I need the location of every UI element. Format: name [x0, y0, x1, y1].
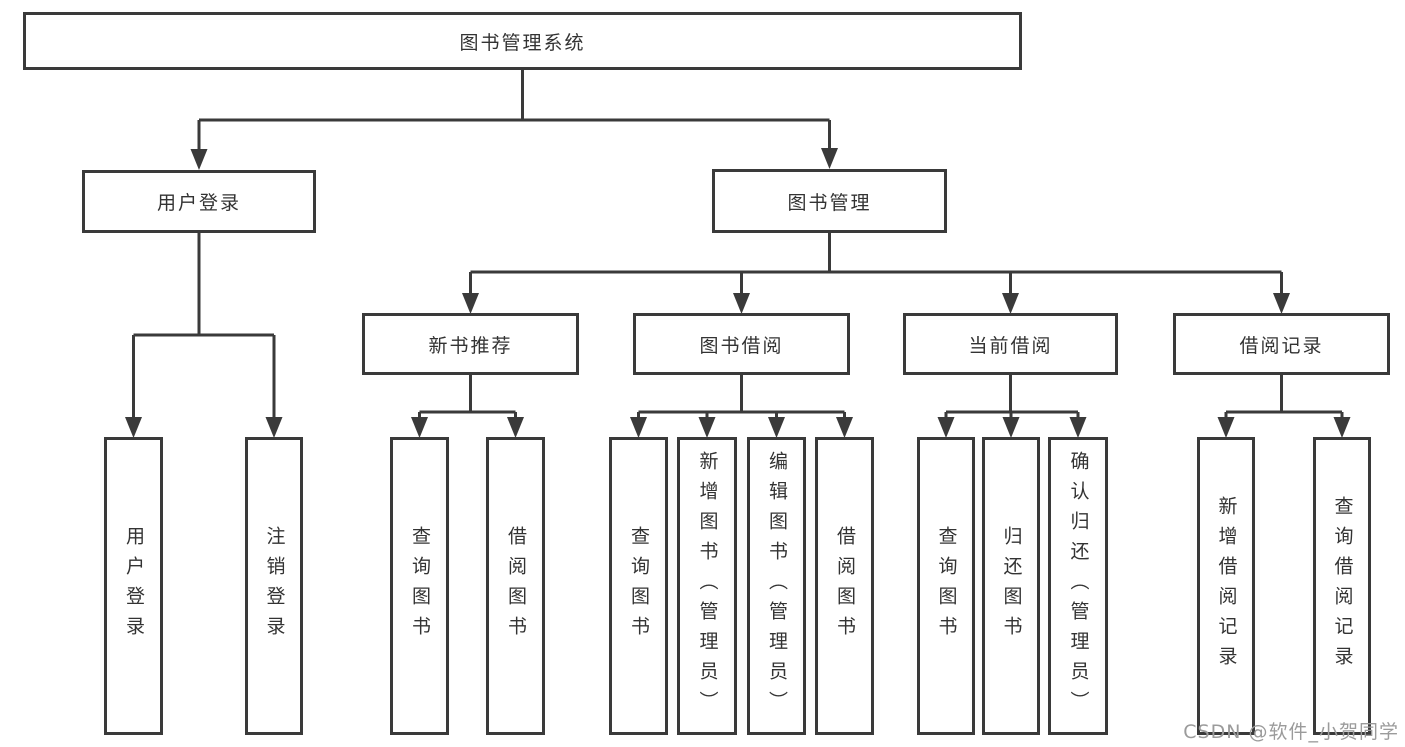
node-borrow-records: 借阅记录 [1173, 313, 1390, 375]
node-current-borrow-label: 当前借阅 [968, 334, 1053, 357]
arrowhead [768, 417, 785, 438]
connector-bookborrow-to-leaves [637, 375, 846, 421]
leaf-add-book-admin: 新增图书（管理员） [677, 437, 737, 735]
leaf-edit-book-admin: 编辑图书（管理员） [747, 437, 806, 735]
leaf-newrec-query-book-label: 查询图书 [409, 526, 431, 646]
connector-lines [132, 70, 1344, 421]
leaf-newrec-query-book: 查询图书 [390, 437, 449, 735]
leaf-borrow-query-book: 查询图书 [609, 437, 668, 735]
arrowhead [507, 417, 524, 438]
leaf-query-borrow-record: 查询借阅记录 [1313, 437, 1371, 735]
arrowhead [630, 417, 647, 438]
arrowhead [1273, 293, 1290, 314]
leaf-newrec-borrow-book: 借阅图书 [486, 437, 545, 735]
node-book-management-label: 图书管理 [787, 191, 872, 214]
arrowhead [1069, 417, 1087, 438]
node-new-book-recommend: 新书推荐 [362, 313, 579, 375]
leaf-confirm-return-admin: 确认归还（管理员） [1048, 437, 1108, 735]
leaf-confirm-return-admin-label: 确认归还（管理员） [1067, 451, 1090, 721]
node-book-borrow-label: 图书借阅 [699, 334, 784, 357]
leaf-add-borrow-record-label: 新增借阅记录 [1215, 496, 1238, 676]
connector-userlogin-to-leaves [132, 233, 276, 421]
arrowhead [125, 417, 142, 438]
leaf-add-borrow-record: 新增借阅记录 [1197, 437, 1255, 735]
node-user-login-label: 用户登录 [156, 192, 241, 214]
leaf-add-book-admin-label: 新增图书（管理员） [696, 451, 719, 721]
arrowhead [821, 148, 838, 169]
csdn-watermark: CSDN @软件_小贺同学 [1183, 721, 1399, 743]
leaf-borrow-book-label: 借阅图书 [834, 526, 856, 646]
node-root-label: 图书管理系统 [459, 31, 586, 54]
leaf-query-borrow-record-label: 查询借阅记录 [1331, 496, 1354, 676]
connector-root-to-level2 [197, 70, 831, 154]
node-current-borrow: 当前借阅 [903, 313, 1118, 375]
arrowheads [125, 148, 1351, 438]
leaf-borrow-book: 借阅图书 [815, 437, 874, 735]
arrowhead [836, 417, 853, 438]
leaf-return-book: 归还图书 [982, 437, 1040, 735]
leaf-user-login-label: 用户登录 [123, 526, 145, 646]
node-borrow-records-label: 借阅记录 [1239, 334, 1324, 357]
node-book-borrow: 图书借阅 [633, 313, 850, 375]
connector-newbookrec-to-leaves [418, 375, 517, 421]
leaf-logout-label: 注销登录 [263, 526, 286, 646]
connector-borrowrecord-to-leaves [1224, 375, 1344, 421]
node-root: 图书管理系统 [23, 12, 1022, 70]
arrowhead [1002, 293, 1019, 314]
arrowhead [733, 293, 750, 314]
arrowhead [1217, 417, 1235, 438]
arrowhead [265, 417, 283, 438]
leaf-newrec-borrow-book-label: 借阅图书 [505, 526, 527, 646]
leaf-user-login: 用户登录 [104, 437, 163, 735]
node-user-login: 用户登录 [82, 170, 316, 233]
leaf-return-book-label: 归还图书 [1000, 526, 1023, 646]
arrowhead [937, 417, 955, 438]
arrowhead [698, 417, 716, 438]
node-book-management: 图书管理 [712, 169, 947, 233]
arrowhead [462, 293, 479, 314]
connector-bookmgmt-to-level3 [469, 233, 1283, 297]
leaf-current-query-book-label: 查询图书 [935, 526, 958, 646]
leaf-borrow-query-book-label: 查询图书 [628, 526, 650, 646]
leaf-edit-book-admin-label: 编辑图书（管理员） [766, 451, 788, 721]
leaf-logout: 注销登录 [245, 437, 303, 735]
connector-currentborrow-to-leaves [944, 375, 1080, 421]
arrowhead [1333, 417, 1351, 438]
arrowhead [1002, 417, 1020, 438]
node-new-book-recommend-label: 新书推荐 [428, 334, 513, 357]
leaf-current-query-book: 查询图书 [917, 437, 975, 735]
arrowhead [411, 417, 428, 438]
arrowhead [190, 149, 208, 170]
